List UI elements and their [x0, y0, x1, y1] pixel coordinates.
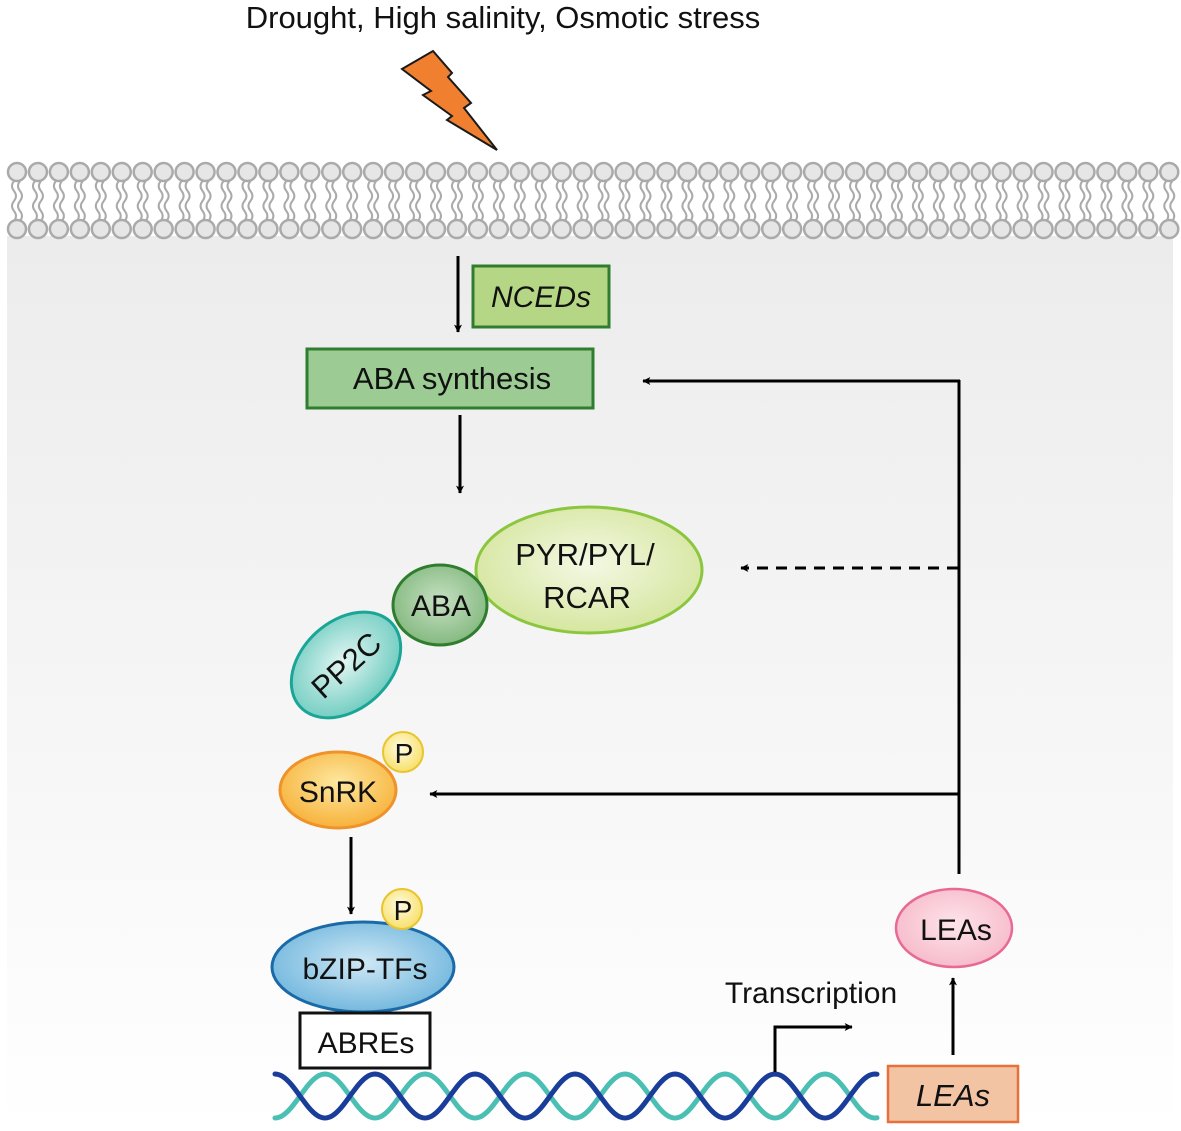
snrk-kinase: SnRK: [278, 750, 398, 830]
phospholipid: [781, 161, 803, 240]
bzip-phosphate-label: P: [394, 895, 413, 926]
phospholipid: [69, 161, 91, 240]
leas-protein-label: LEAs: [920, 914, 992, 947]
dna-strand-teal: [272, 1071, 880, 1121]
pyr-pyl-rcar-label-line2: RCAR: [543, 580, 631, 615]
nceds-label: NCEDs: [491, 281, 591, 314]
dna-double-helix: [272, 1071, 880, 1121]
phospholipid: [404, 161, 426, 240]
aba-synthesis-label: ABA synthesis: [353, 361, 551, 396]
phospholipid: [237, 161, 258, 240]
phospholipid: [991, 161, 1012, 240]
lightning-bolt-icon: [400, 49, 498, 151]
phospholipid: [865, 161, 887, 240]
phospholipid: [27, 161, 49, 240]
bzip-phosphate-badge: P: [381, 888, 423, 930]
leas-protein: LEAs: [894, 887, 1014, 969]
phospholipid: [593, 161, 614, 240]
phospholipid: [1075, 161, 1096, 240]
leas-gene-label: LEAs: [916, 1078, 990, 1113]
phospholipid: [321, 161, 342, 240]
phospholipid: [6, 161, 28, 240]
phospholipid: [719, 161, 740, 240]
phospholipid: [949, 161, 970, 240]
phospholipid: [509, 161, 531, 240]
stimulus-label: Drought, High salinity, Osmotic stress: [246, 0, 761, 35]
cell-membrane: [6, 161, 1180, 240]
nceds-box: NCEDs: [471, 264, 611, 329]
pp2c-protein: PP2C: [289, 610, 403, 720]
phospholipid: [928, 161, 950, 240]
phospholipid: [446, 161, 468, 240]
phospholipid: [802, 161, 824, 240]
phospholipid: [195, 161, 216, 240]
phospholipid: [614, 161, 635, 240]
phospholipid: [907, 161, 929, 240]
abres-box: ABREs: [298, 1011, 432, 1070]
phospholipid: [1033, 161, 1054, 240]
phospholipid: [1054, 161, 1075, 240]
phospholipid: [572, 161, 593, 240]
leas-gene-box: LEAs: [886, 1064, 1020, 1124]
phospholipid: [740, 161, 761, 240]
phospholipid: [341, 161, 363, 240]
phospholipid: [300, 161, 321, 240]
phospholipid: [362, 161, 384, 240]
snrk-phosphate-badge: P: [382, 731, 424, 773]
phospholipid: [153, 161, 174, 240]
phospholipid: [1012, 161, 1033, 240]
phospholipid: [132, 161, 153, 240]
transcription-label: Transcription: [725, 977, 897, 1010]
phospholipid: [425, 161, 447, 240]
abres-label: ABREs: [318, 1027, 415, 1060]
phospholipid: [677, 161, 698, 240]
phospholipid: [698, 161, 719, 240]
phospholipid: [174, 161, 195, 240]
phospholipid: [823, 161, 845, 240]
phospholipid: [111, 161, 132, 240]
phospholipid: [279, 161, 300, 240]
bzip-tfs-label: bZIP-TFs: [303, 953, 428, 986]
phospholipid: [90, 161, 112, 240]
aba-ligand: ABA: [391, 563, 489, 647]
phospholipid: [1096, 161, 1117, 240]
phospholipid: [886, 161, 908, 240]
dna-strand-dark-blue: [272, 1071, 880, 1121]
phospholipid: [970, 161, 991, 240]
phospholipid: [635, 161, 656, 240]
snrk-phosphate-label: P: [395, 738, 414, 769]
phospholipid: [467, 161, 489, 240]
phospholipid: [383, 161, 405, 240]
snrk-label: SnRK: [299, 776, 377, 809]
phospholipid: [1138, 161, 1159, 240]
transcription-start-arrow: [773, 1023, 853, 1072]
pyr-pyl-rcar-receptor: PYR/PYL/ RCAR: [474, 505, 704, 635]
phospholipid: [48, 161, 70, 240]
phospholipid: [216, 161, 237, 240]
phospholipid: [1159, 161, 1180, 240]
phospholipid: [551, 161, 572, 240]
phospholipid: [760, 161, 782, 240]
phospholipid: [1117, 161, 1138, 240]
phospholipid: [530, 161, 551, 240]
phospholipid: [488, 161, 510, 240]
aba-label: ABA: [411, 590, 471, 623]
aba-synthesis-box: ABA synthesis: [305, 347, 595, 410]
phospholipid: [844, 161, 866, 240]
phospholipid: [656, 161, 677, 240]
bzip-tfs-factor: bZIP-TFs: [270, 920, 456, 1014]
pyr-pyl-rcar-label-line1: PYR/PYL/: [515, 537, 655, 572]
phospholipid: [258, 161, 279, 240]
